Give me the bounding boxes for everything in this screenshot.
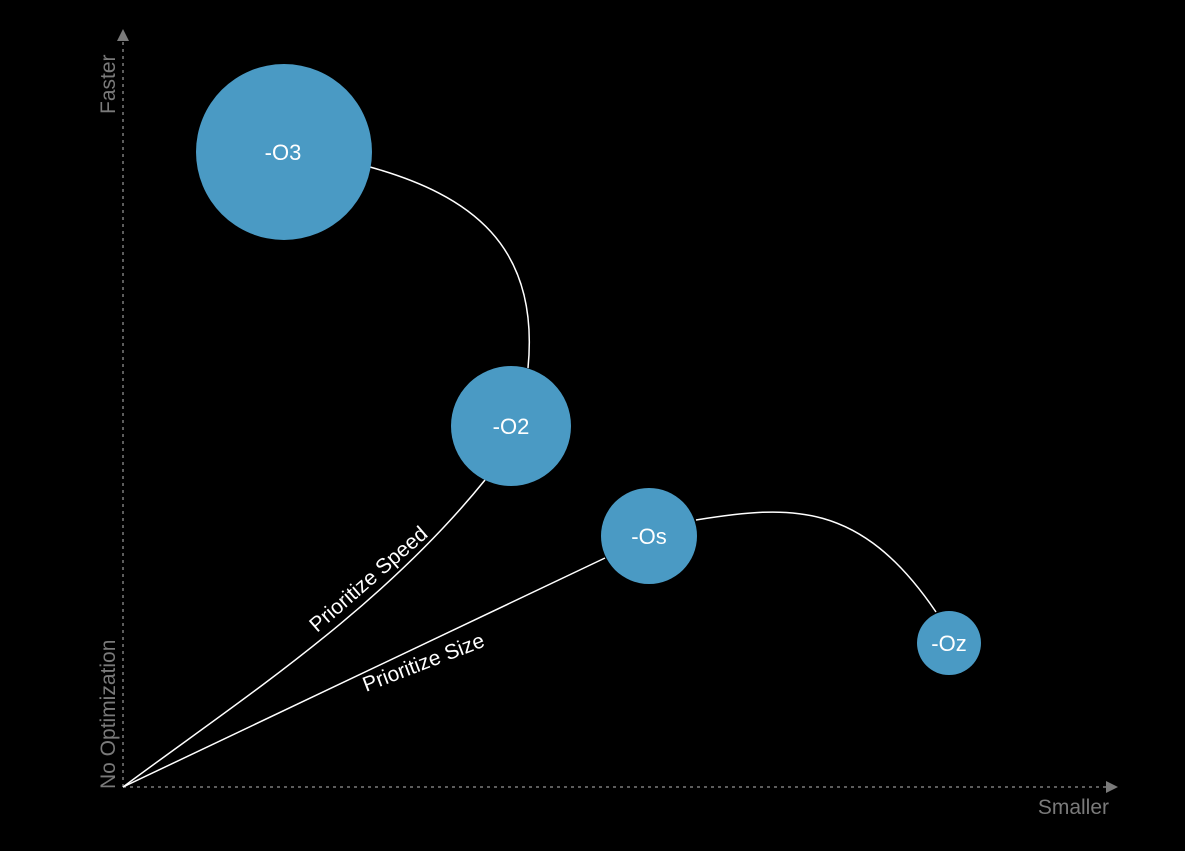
y-axis-label-bottom: No Optimization bbox=[97, 640, 120, 789]
speed-curve-origin-o2 bbox=[122, 479, 486, 788]
node-o2 bbox=[451, 366, 571, 486]
speed-curve-o3-o2 bbox=[369, 166, 530, 369]
size-curve-origin-os bbox=[122, 557, 606, 788]
x-axis-label: Smaller bbox=[1038, 796, 1109, 819]
node-oz-label: -Oz bbox=[931, 631, 966, 656]
node-o3-label: -O3 bbox=[265, 140, 302, 165]
node-o3 bbox=[196, 64, 372, 240]
node-os bbox=[601, 488, 697, 584]
node-os-label: -Os bbox=[631, 524, 666, 549]
y-axis-label-top: Faster bbox=[97, 54, 120, 114]
size-curve-os-oz bbox=[695, 511, 937, 613]
prioritize-speed-label: Prioritize Speed bbox=[305, 522, 432, 637]
prioritize-size-label: Prioritize Size bbox=[360, 629, 488, 696]
node-o2-label: -O2 bbox=[493, 414, 530, 439]
node-oz bbox=[917, 611, 981, 675]
